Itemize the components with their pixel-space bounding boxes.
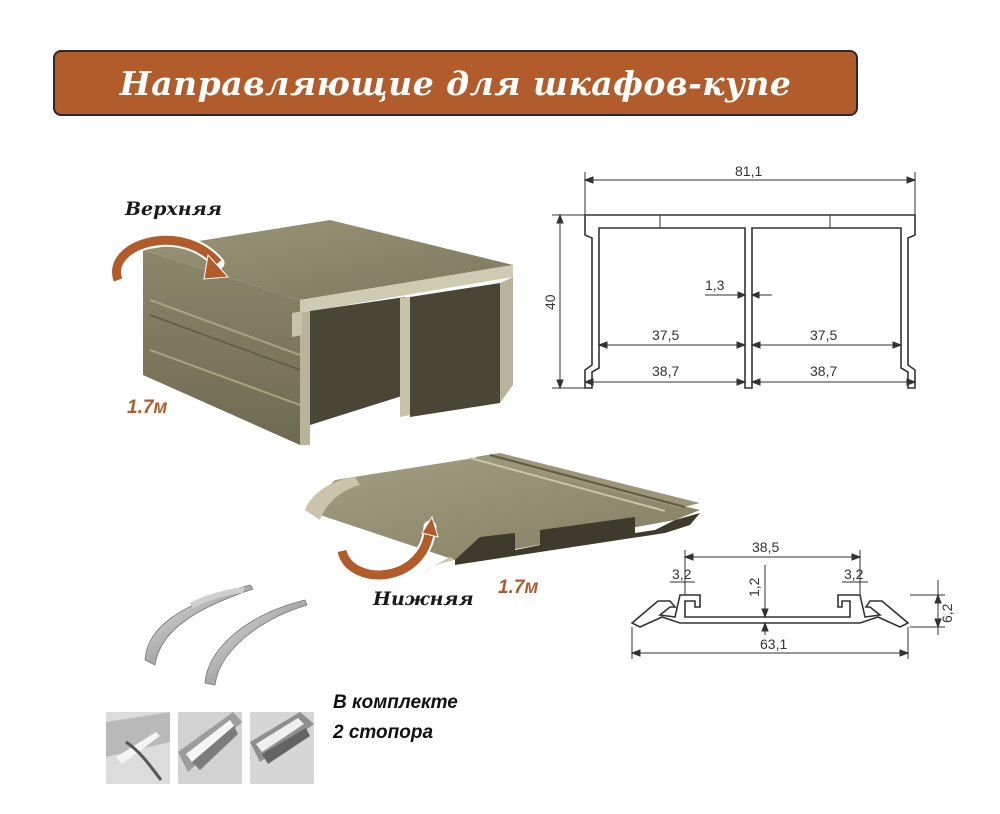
top-profile-drawing: 81,1 40 1,3 37,5 37,5 38,7 38,7 — [542, 163, 917, 390]
dim-web: 1,3 — [705, 277, 725, 293]
title-banner: Направляющие для шкафов-купе — [53, 50, 858, 116]
rotate-arrow-icon-bottom — [335, 515, 439, 582]
rotate-arrow-icon — [110, 233, 230, 287]
stopper-photo-1 — [106, 712, 170, 784]
dim-inner-right: 37,5 — [810, 327, 837, 343]
dim-outer-left: 38,7 — [652, 363, 679, 379]
page-title: Направляющие для шкафов-купе — [119, 63, 792, 103]
dim-width: 81,1 — [735, 163, 762, 179]
kit-line-2: 2 стопора — [333, 722, 434, 743]
stoppers-illustration — [144, 584, 308, 686]
bottom-rail-length: 1.7м — [498, 577, 539, 598]
stopper-photo-3 — [250, 712, 314, 784]
dim-inner: 38,5 — [752, 539, 779, 555]
dim-height: 40 — [542, 294, 558, 310]
kit-line-1: В комплекте — [333, 692, 458, 713]
dim-thickness: 1,2 — [746, 577, 762, 597]
bottom-rail-label: Нижняя — [373, 588, 474, 610]
top-rail-length: 1.7м — [127, 397, 168, 418]
dim-width-bottom: 63,1 — [760, 636, 787, 652]
top-rail-label: Верхняя — [125, 198, 222, 220]
dim-outer-right: 38,7 — [810, 363, 837, 379]
dim-lip-left: 3,2 — [672, 566, 692, 582]
bottom-profile-drawing: 38,5 3,2 3,2 1,2 6,2 63,1 — [630, 539, 955, 659]
dim-height-bottom: 6,2 — [939, 603, 955, 623]
dim-lip-right: 3,2 — [844, 566, 864, 582]
bottom-rail-illustration — [305, 453, 700, 571]
stopper-photo-2 — [178, 712, 242, 784]
top-rail-illustration — [143, 220, 513, 445]
dim-inner-left: 37,5 — [652, 327, 679, 343]
kit-info: В комплекте 2 стопора — [333, 688, 458, 748]
